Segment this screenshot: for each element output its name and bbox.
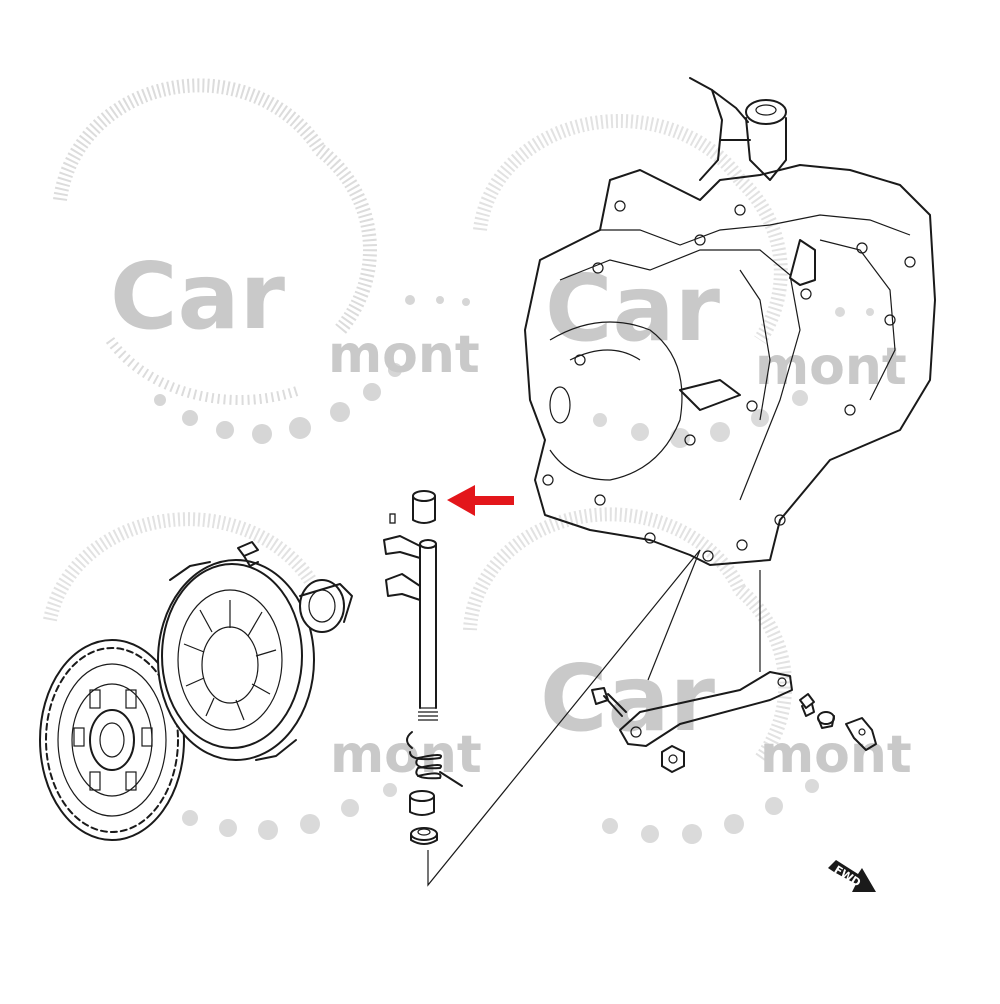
watermark-car-text: Car (540, 645, 716, 752)
linkage-end (845, 717, 877, 751)
lower-bushing (409, 790, 435, 816)
callout-arrow (447, 485, 514, 516)
watermark-mont-text: mont (328, 325, 480, 385)
fwd-direction-badge: FWD (828, 860, 876, 892)
linkage-bracket (619, 671, 793, 747)
pressure-plate-bolt (237, 541, 259, 567)
leader-lines (427, 549, 761, 887)
linkage-clip (799, 693, 815, 717)
bushing-part (412, 490, 436, 524)
watermark-car-text: Car (110, 243, 286, 350)
linkage-bushing (817, 711, 835, 729)
shaft-seal (410, 827, 438, 845)
release-fork-shaft (383, 535, 438, 721)
linkage-bolt (591, 687, 627, 717)
watermark-car-text: Car (545, 255, 721, 362)
watermark-mont-text: mont (760, 725, 912, 785)
fwd-label: FWD (832, 863, 863, 889)
clutch-disc (39, 639, 185, 841)
watermark-bottom-right: Car mont (463, 507, 912, 844)
watermark-mont-text: mont (330, 725, 482, 785)
transmission-housing (524, 77, 936, 566)
watermark-top-left: Car mont (53, 78, 480, 444)
return-spring (406, 731, 463, 787)
watermark-top-right: Car mont (473, 113, 907, 448)
watermark-mont-text: mont (755, 337, 907, 397)
release-bearing (299, 579, 353, 633)
linkage-nut (661, 744, 685, 774)
small-pin (389, 513, 396, 524)
pressure-plate (157, 559, 315, 761)
